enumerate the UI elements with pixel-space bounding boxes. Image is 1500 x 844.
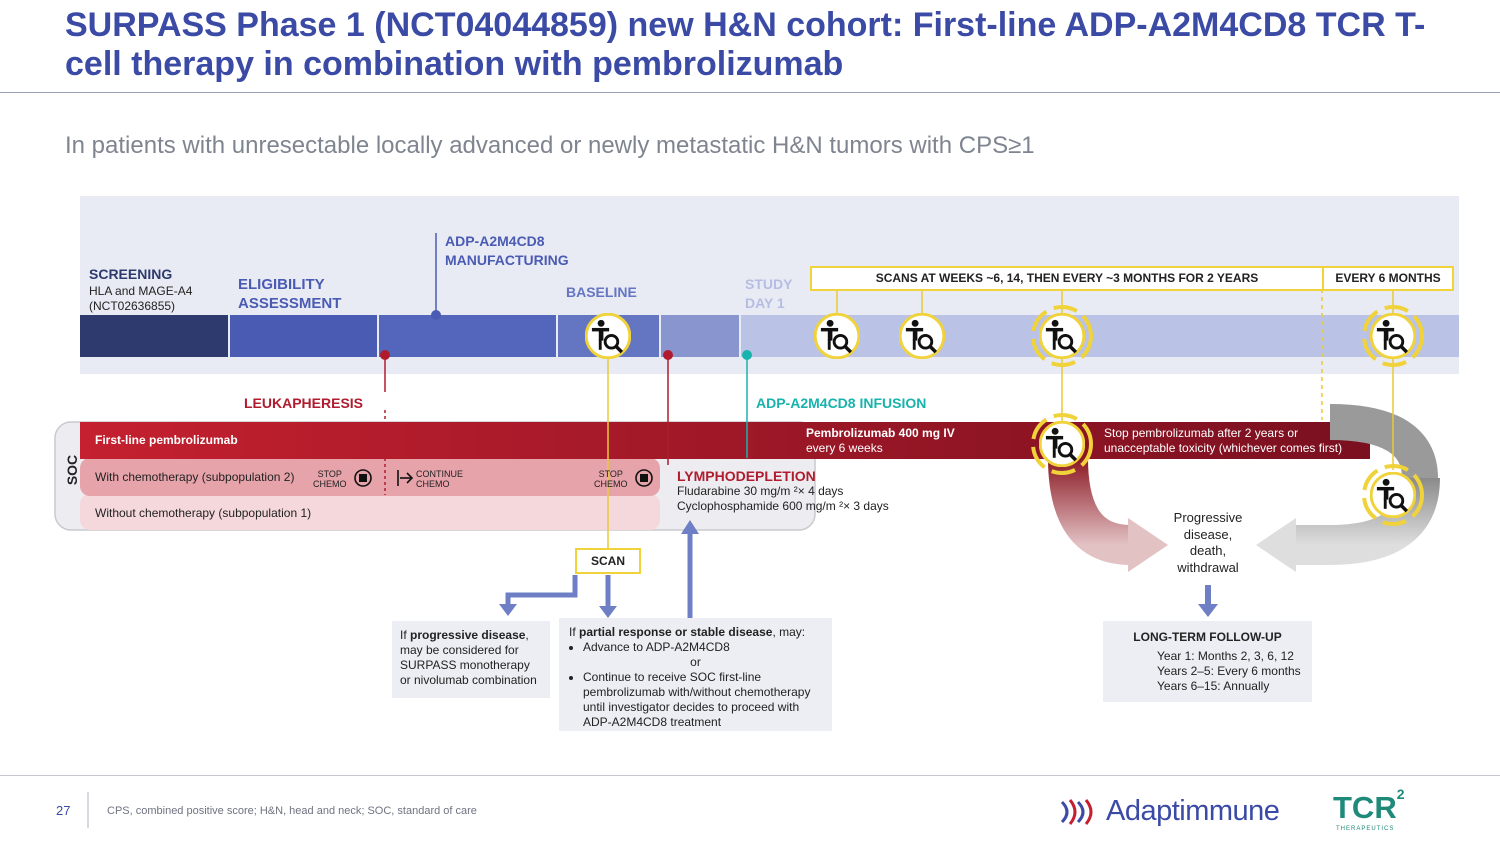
screening-label: SCREENING HLA and MAGE-A4 (NCT02636855) — [89, 266, 193, 313]
every-6-months-box: EVERY 6 MONTHS — [1322, 266, 1454, 291]
footnote: CPS, combined positive score; H&N, head … — [107, 805, 477, 817]
stop-icon — [354, 469, 372, 487]
scans-schedule-box: SCANS AT WEEKS ~6, 14, THEN EVERY ~3 MON… — [810, 266, 1324, 291]
stop-icon — [635, 469, 653, 487]
bar-eligibility — [230, 315, 377, 357]
scan-box: SCAN — [575, 548, 641, 574]
eligibility-label: ELIGIBILITY ASSESSMENT — [238, 276, 342, 312]
bar-screening — [80, 315, 228, 357]
soc-row-with-chemo-label: With chemotherapy (subpopulation 2) — [95, 470, 295, 484]
adaptimmune-logo-mark — [1060, 799, 1093, 825]
soc-row-pembrolizumab-label: First-line pembrolizumab — [95, 433, 238, 447]
outcome-label: Progressive disease, death, withdrawal — [1173, 510, 1243, 575]
bar-manufacturing — [379, 315, 556, 357]
patient-scan-icon — [899, 313, 945, 359]
partial-response-options: Advance to ADP-A2M4CD8 — [569, 640, 822, 655]
tcr2-logo-subtext: THERAPEUTICS — [1336, 826, 1395, 832]
patient-scan-icon — [1039, 313, 1085, 359]
soc-row-without-chemo-label: Without chemotherapy (subpopulation 1) — [95, 506, 312, 520]
lymphodepletion-block: LYMPHODEPLETION Fludarabine 30 mg/m ²× 4… — [677, 468, 889, 513]
partial-response-box: If partial response or stable disease, m… — [559, 618, 832, 731]
page-title: SURPASS Phase 1 (NCT04044859) new H&N co… — [65, 6, 1426, 83]
study-day-label: STUDY DAY 1 — [745, 276, 793, 311]
title-divider — [0, 92, 1500, 93]
bar-lymphodepletion — [661, 315, 739, 357]
patient-scan-icon — [1039, 421, 1085, 467]
adaptimmune-logo-text: Adaptimmune — [1106, 795, 1280, 827]
leukapheresis-label: LEUKAPHERESIS — [244, 395, 364, 411]
infusion-label: ADP-A2M4CD8 INFUSION — [756, 395, 927, 411]
grey-outcome-path — [1290, 476, 1440, 565]
grey-arrowhead — [1256, 518, 1296, 572]
tcr2-logo: TCR2 — [1333, 786, 1405, 825]
baseline-label: BASELINE — [566, 284, 637, 300]
patient-scan-icon — [585, 313, 631, 359]
patient-scan-icon — [1370, 313, 1416, 359]
pembrolizumab-dose: Pembrolizumab 400 mg IV every 6 weeks — [806, 426, 955, 455]
patient-scan-icon — [1370, 472, 1416, 518]
bar-study — [741, 315, 1459, 357]
cycle-arrows-icon — [1031, 305, 1424, 526]
soc-row-without-chemo — [80, 494, 660, 530]
footer-divider — [0, 775, 1500, 776]
patient-scan-icon — [814, 313, 860, 359]
soc-side-label: SOC — [64, 454, 81, 486]
progressive-disease-box: If progressive disease, may be considere… — [392, 621, 550, 698]
continue-arrow-icon — [397, 470, 414, 486]
grey-arc — [1329, 404, 1438, 480]
soc-row-with-chemo — [80, 458, 660, 496]
pembrolizumab-bar — [80, 422, 1370, 459]
manufacturing-label: ADP-A2M4CD8 MANUFACTURING — [445, 233, 569, 268]
red-outcome-path — [1048, 457, 1132, 565]
red-arrowhead — [1128, 518, 1168, 572]
long-term-followup-box: LONG-TERM FOLLOW-UP Year 1: Months 2, 3,… — [1103, 621, 1312, 702]
page-subtitle: In patients with unresectable locally ad… — [65, 132, 1035, 159]
page-number: 27 — [56, 803, 71, 818]
stop-pembrolizumab-note: Stop pembrolizumab after 2 years or unac… — [1104, 426, 1343, 455]
